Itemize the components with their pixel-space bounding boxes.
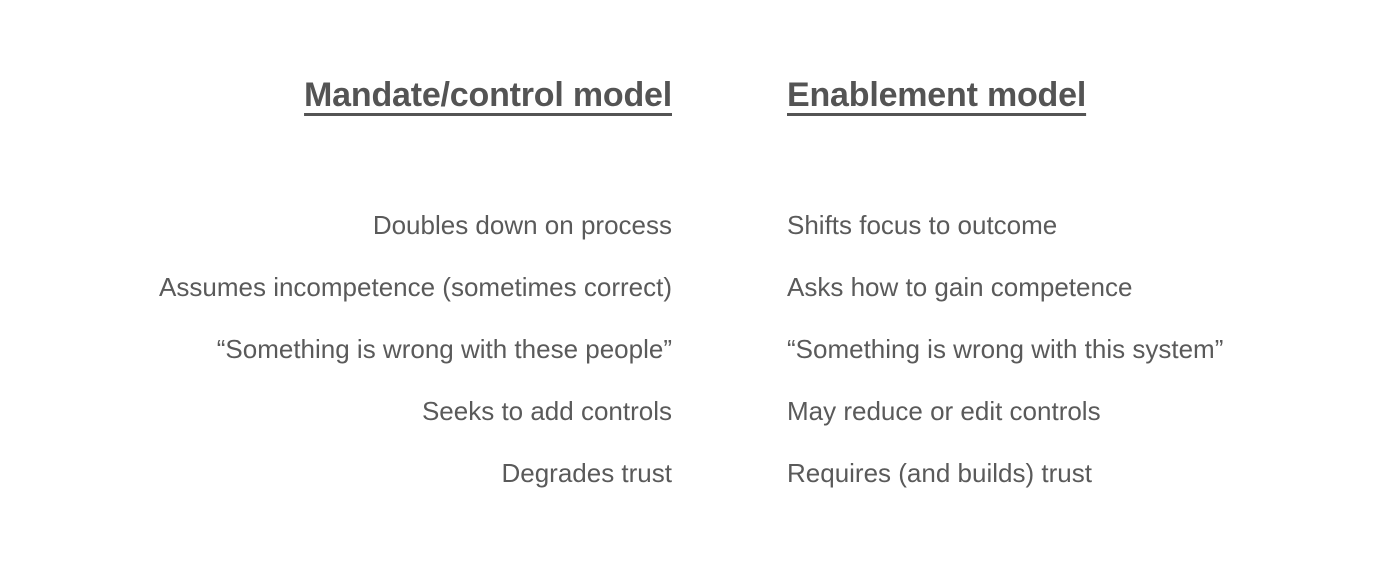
list-item: “Something is wrong with this system”	[787, 334, 1224, 364]
list-item: “Something is wrong with these people”	[216, 334, 672, 364]
column-header-enablement: Enablement model	[787, 76, 1087, 114]
list-item: Shifts focus to outcome	[787, 210, 1058, 240]
column-mandate-control-model: Mandate/control model Doubles down on pr…	[0, 73, 672, 504]
header-gap	[787, 117, 1388, 194]
list-item: Doubles down on process	[372, 210, 672, 240]
list-item: Assumes incompetence (sometimes correct)	[159, 272, 672, 302]
list-item: Seeks to add controls	[421, 396, 672, 426]
column-enablement-model: Enablement model Shifts focus to outcome…	[787, 73, 1388, 504]
column-header-mandate-control: Mandate/control model	[304, 76, 672, 114]
list-item: Asks how to gain competence	[787, 272, 1133, 302]
header-gap	[0, 117, 672, 194]
list-item: May reduce or edit controls	[787, 396, 1101, 426]
list-item: Degrades trust	[501, 458, 672, 488]
list-item: Requires (and builds) trust	[787, 458, 1092, 488]
